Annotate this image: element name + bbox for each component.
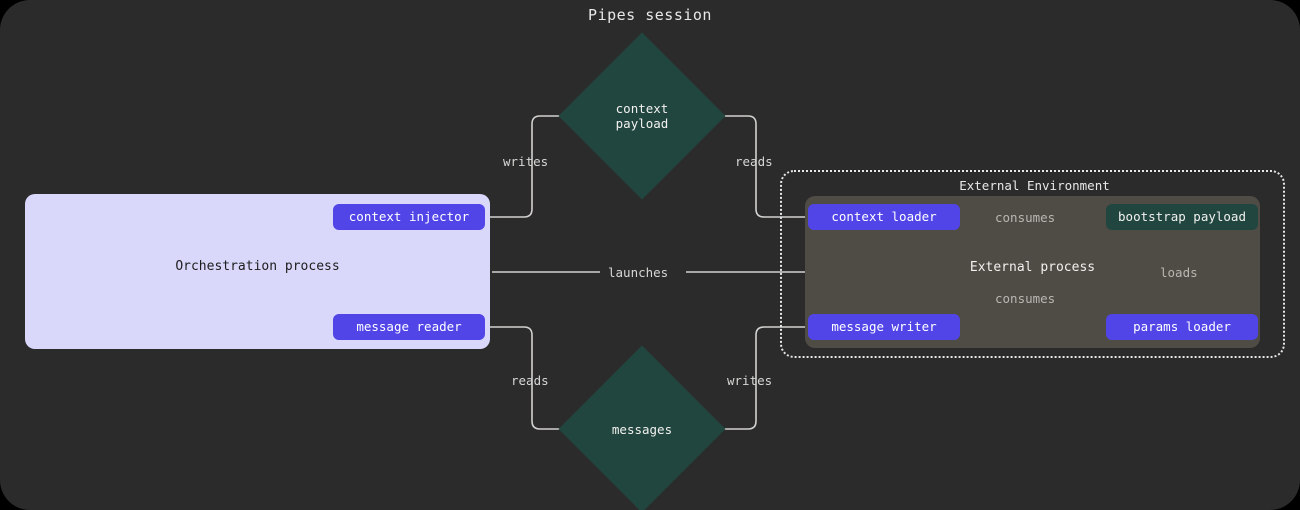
node-params-loader[interactable]: params loader: [1106, 314, 1258, 340]
node-context-loader[interactable]: context loader: [808, 204, 960, 230]
node-context-injector[interactable]: context injector: [333, 204, 485, 230]
edge-label-writes-messages: writes: [727, 373, 773, 388]
store-context-payload-label: context payload: [615, 101, 669, 131]
node-message-writer-label: message writer: [831, 319, 937, 334]
node-context-loader-label: context loader: [831, 209, 937, 224]
edge-label-launches: launches: [608, 265, 669, 280]
edge-label-consumes-messages: consumes: [995, 291, 1056, 306]
store-messages-label: messages: [611, 422, 673, 437]
node-bootstrap-payload-label: bootstrap payload: [1118, 209, 1246, 224]
edge-label-reads-messages: reads: [511, 373, 549, 388]
node-context-injector-label: context injector: [348, 209, 470, 224]
edge-label-reads-context: reads: [735, 154, 773, 169]
page-title: Pipes session: [588, 6, 712, 24]
node-message-reader-label: message reader: [356, 319, 462, 334]
node-bootstrap-payload[interactable]: bootstrap payload: [1106, 204, 1258, 230]
orchestration-process-label: Orchestration process: [175, 259, 340, 274]
node-params-loader-label: params loader: [1133, 319, 1231, 334]
node-message-writer[interactable]: message writer: [808, 314, 960, 340]
external-process-label: External process: [969, 260, 1096, 275]
external-environment-label: External Environment: [959, 178, 1110, 193]
node-message-reader[interactable]: message reader: [333, 314, 485, 340]
edge-label-consumes-context: consumes: [995, 210, 1056, 225]
edge-label-loads: loads: [1160, 265, 1198, 280]
edge-label-writes-context: writes: [503, 154, 549, 169]
external-environment-boundary: External Environment: [780, 170, 1285, 358]
